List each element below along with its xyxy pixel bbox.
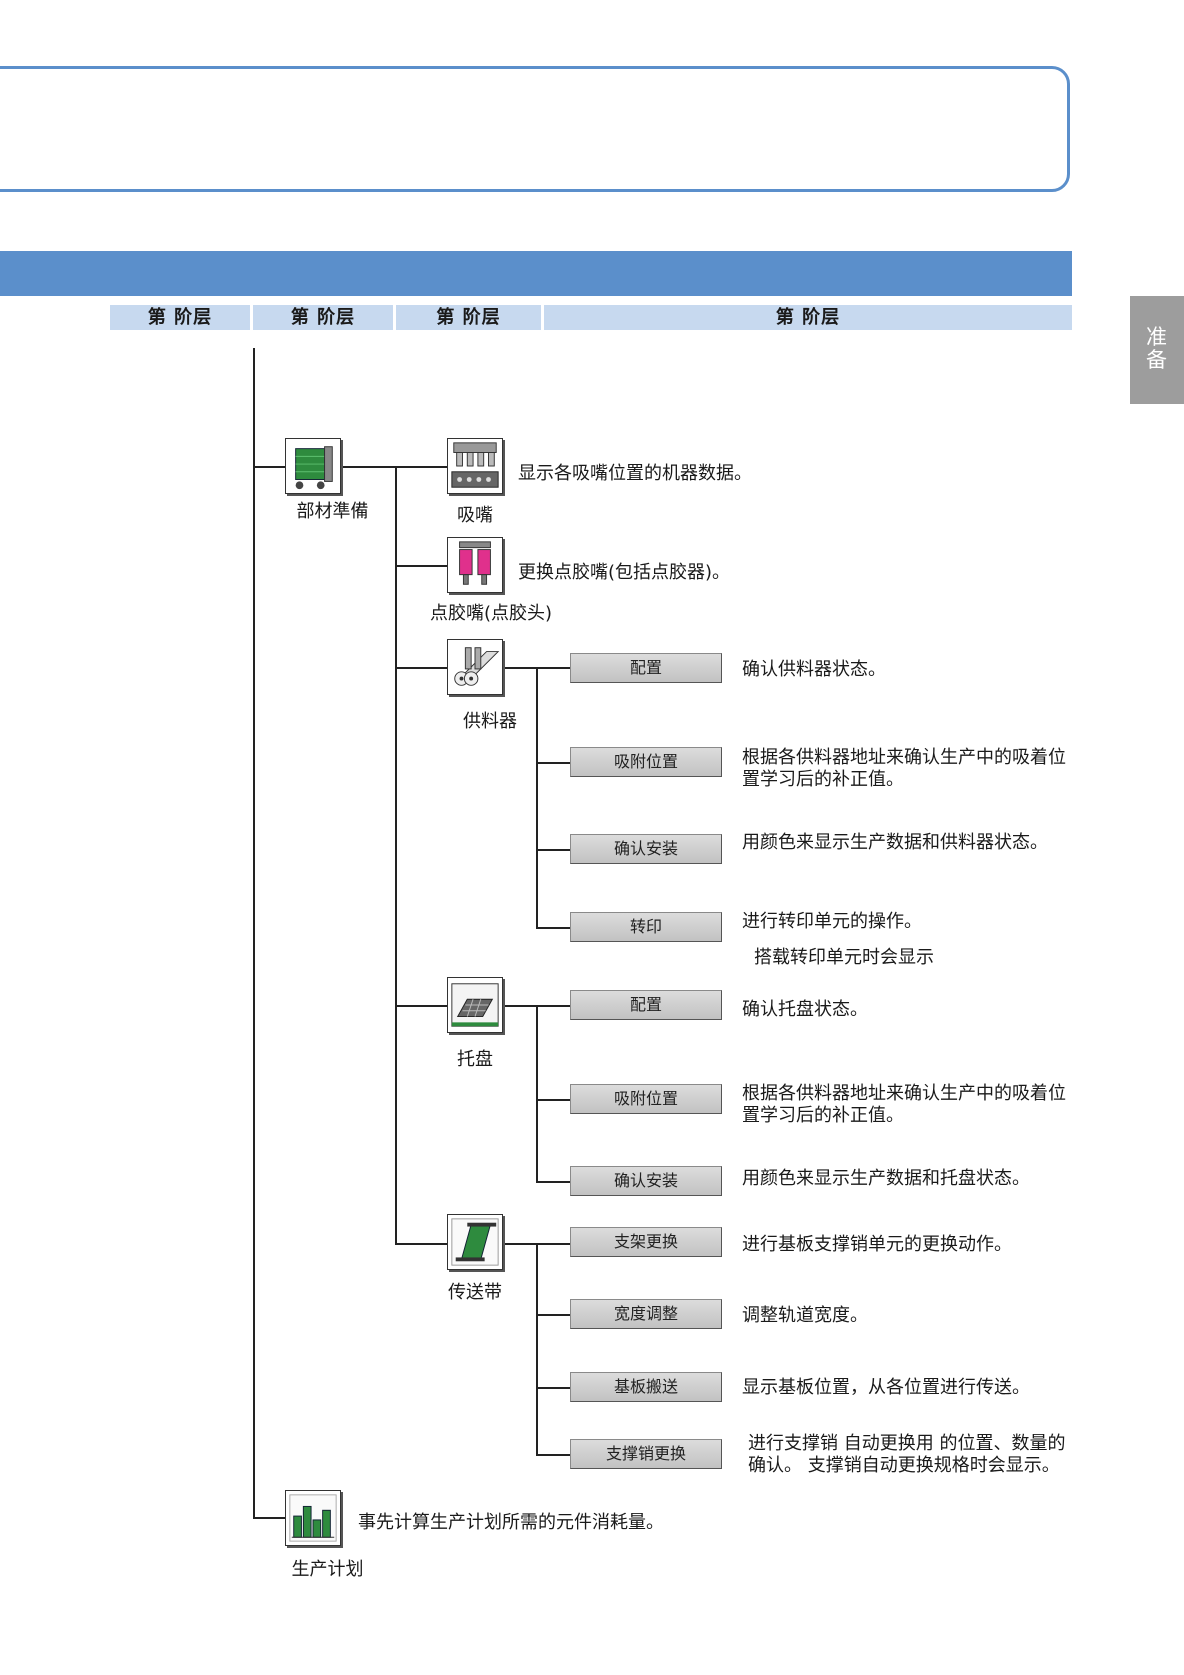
tray-config-button[interactable]: 配置 bbox=[570, 990, 722, 1020]
section-banner bbox=[0, 251, 1072, 296]
dispenser-desc: 更换点胶嘴(包括点胶器)。 bbox=[518, 562, 731, 583]
title-frame bbox=[0, 66, 1070, 192]
side-tab-label: 准备 bbox=[1146, 325, 1167, 372]
feeder-pick-position-desc: 根据各供料器地址来确认生产中的吸着位置学习后的补正值。 bbox=[742, 747, 1066, 790]
conveyor-board-transfer-desc: 显示基板位置，从各位置进行传送。 bbox=[742, 1377, 1030, 1398]
conveyor-pin-change-desc: 进行支撑销 自动更换用 的位置、数量的确认。 支撑销自动更换规格时会显示。 bbox=[748, 1433, 1066, 1476]
side-tab-prepare[interactable]: 准备 bbox=[1130, 296, 1184, 404]
conveyor-label: 传送带 bbox=[448, 1282, 502, 1303]
nozzle-label: 吸嘴 bbox=[457, 505, 493, 526]
tray-verify-desc: 用颜色来显示生产数据和托盘状态。 bbox=[742, 1168, 1030, 1189]
conveyor-width-adjust-button[interactable]: 宽度调整 bbox=[570, 1299, 722, 1329]
tray-icon[interactable] bbox=[447, 977, 503, 1033]
level-header-2: 第 阶层 bbox=[253, 305, 393, 330]
feeder-transfer-desc: 进行转印单元的操作。 bbox=[742, 911, 922, 932]
feeder-verify-button[interactable]: 确认安装 bbox=[570, 834, 722, 864]
feeder-label: 供料器 bbox=[463, 711, 517, 732]
feeder-verify-desc: 用颜色来显示生产数据和供料器状态。 bbox=[742, 832, 1048, 853]
level-header-4: 第 阶层 bbox=[544, 305, 1072, 330]
conveyor-board-transfer-button[interactable]: 基板搬送 bbox=[570, 1372, 722, 1402]
conveyor-icon[interactable] bbox=[447, 1214, 503, 1270]
conveyor-width-adjust-desc: 调整轨道宽度。 bbox=[742, 1305, 868, 1326]
dispenser-label: 点胶嘴(点胶头) bbox=[430, 603, 553, 624]
production-plan-icon[interactable] bbox=[285, 1490, 341, 1546]
tray-config-desc: 确认托盘状态。 bbox=[742, 999, 868, 1020]
tray-pick-position-button[interactable]: 吸附位置 bbox=[570, 1084, 722, 1114]
feeder-icon[interactable] bbox=[447, 639, 503, 695]
tray-label: 托盘 bbox=[457, 1049, 493, 1070]
conveyor-holder-change-button[interactable]: 支架更换 bbox=[570, 1227, 722, 1257]
feeder-pick-position-button[interactable]: 吸附位置 bbox=[570, 747, 722, 777]
conveyor-holder-change-desc: 进行基板支撑销单元的更换动作。 bbox=[742, 1234, 1012, 1255]
tray-verify-button[interactable]: 确认安装 bbox=[570, 1166, 722, 1196]
parts-prep-label: 部材準備 bbox=[296, 501, 369, 522]
production-plan-desc: 事先计算生产计划所需的元件消耗量。 bbox=[358, 1512, 664, 1533]
dispenser-icon[interactable] bbox=[447, 537, 503, 593]
production-plan-label: 生产计划 bbox=[291, 1559, 364, 1580]
nozzle-desc: 显示各吸嘴位置的机器数据。 bbox=[518, 463, 752, 484]
feeder-config-desc: 确认供料器状态。 bbox=[742, 659, 886, 680]
feeder-transfer-button[interactable]: 转印 bbox=[570, 912, 722, 942]
level-header-1: 第 阶层 bbox=[110, 305, 250, 330]
tray-pick-position-desc: 根据各供料器地址来确认生产中的吸着位置学习后的补正值。 bbox=[742, 1083, 1066, 1126]
feeder-config-button[interactable]: 配置 bbox=[570, 653, 722, 683]
conveyor-pin-change-button[interactable]: 支撑销更换 bbox=[570, 1439, 722, 1469]
level-header-3: 第 阶层 bbox=[396, 305, 541, 330]
parts-cart-icon[interactable] bbox=[285, 438, 341, 494]
nozzle-icon[interactable] bbox=[447, 438, 503, 494]
feeder-transfer-note: 搭载转印单元时会显示 bbox=[754, 947, 934, 968]
